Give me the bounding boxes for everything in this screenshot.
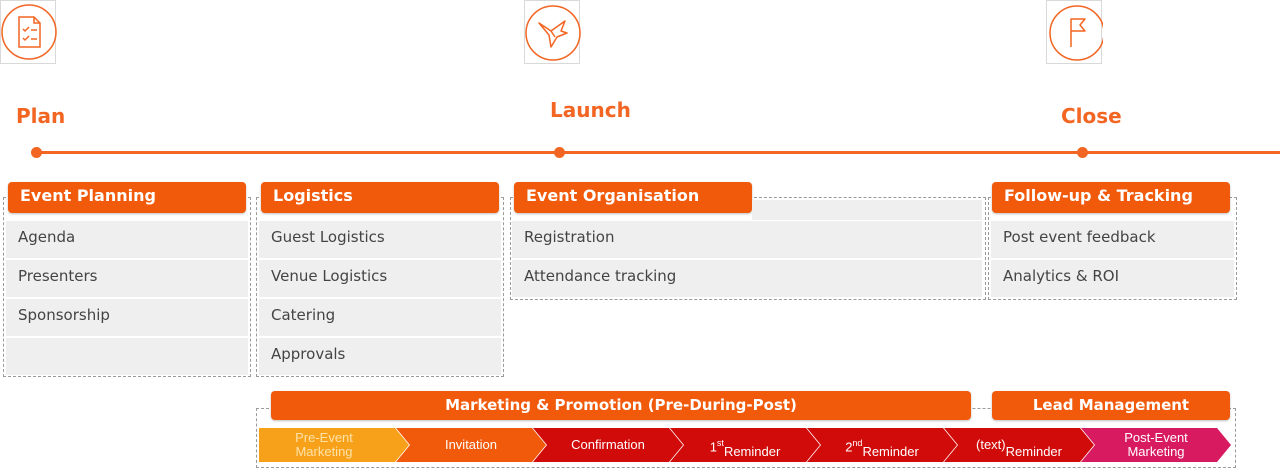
marketing-header: Marketing & Promotion (Pre-During-Post) [271, 391, 971, 420]
chevron-step-2 [396, 428, 546, 462]
chevron-step-label: Post-Event Marketing [1124, 430, 1188, 459]
header-backdrop [752, 200, 982, 220]
timeline-line [36, 151, 1280, 154]
follow-up-header: Follow-up & Tracking [992, 182, 1230, 213]
chevron-step-7 [1081, 428, 1231, 462]
chevron-step-3 [533, 428, 683, 462]
stage-label-close: Close [1061, 104, 1122, 128]
timeline-dot-plan [31, 147, 42, 158]
list-item: Venue Logistics [259, 260, 501, 297]
list-item: Guest Logistics [259, 221, 501, 258]
chevron-step-label: (text)Reminder [976, 437, 1062, 459]
timeline-dot-close [1077, 147, 1088, 158]
logistics-header: Logistics [261, 182, 499, 213]
list-item: Catering [259, 299, 501, 336]
checklist-icon [0, 0, 57, 64]
chevron-step-1 [259, 428, 409, 462]
chevron-step-label: Invitation [444, 437, 498, 452]
chevron-step-label: Confirmation [571, 437, 645, 452]
empty-row [6, 338, 248, 375]
event-organisation-header: Event Organisation [514, 182, 752, 213]
timeline-dot-launch [554, 147, 565, 158]
list-item: Attendance tracking [512, 260, 982, 297]
list-item: Analytics & ROI [991, 260, 1234, 297]
flag-icon [1046, 0, 1103, 64]
list-item: Agenda [6, 221, 248, 258]
event-planning-header: Event Planning [8, 182, 246, 213]
list-item: Registration [512, 221, 982, 258]
list-item: Approvals [259, 338, 501, 375]
origami-bird-icon [524, 0, 581, 64]
chevron-step-4 [670, 428, 820, 462]
stage-label-plan: Plan [16, 104, 66, 128]
list-item: Sponsorship [6, 299, 248, 336]
chevron-step-5 [807, 428, 957, 462]
chevron-step-6 [944, 428, 1094, 462]
lead-management-header: Lead Management [992, 391, 1230, 420]
list-item: Post event feedback [991, 221, 1234, 258]
stage-label-launch: Launch [550, 98, 631, 122]
list-item: Presenters [6, 260, 248, 297]
chevron-step-label: Pre-Event Marketing [295, 430, 353, 459]
